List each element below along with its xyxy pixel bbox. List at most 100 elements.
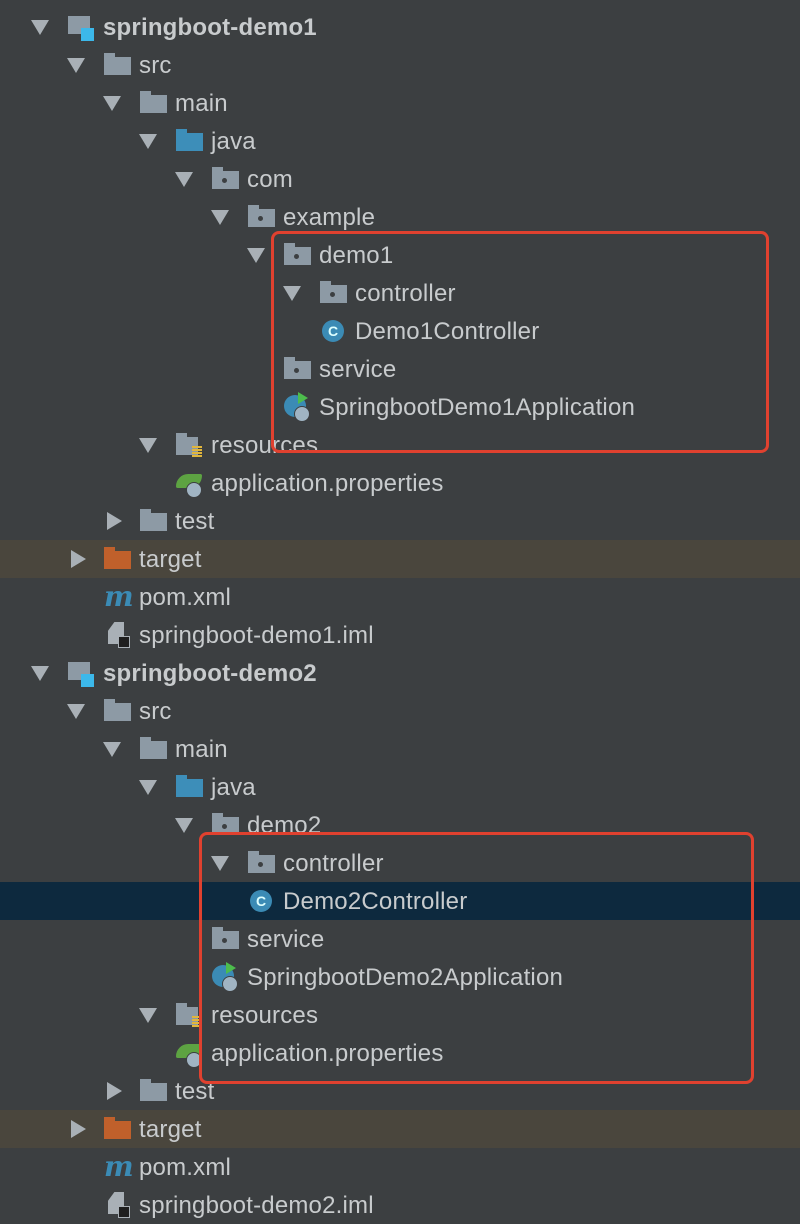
tree-item[interactable]: demo2: [0, 806, 800, 844]
folder-icon: [140, 91, 168, 114]
tree-item[interactable]: springboot-demo1: [0, 8, 800, 46]
folder-icon: [104, 699, 132, 722]
spring-properties-icon-part: [186, 482, 202, 498]
expand-arrow-open-icon[interactable]: [139, 438, 157, 453]
tree-item[interactable]: resources: [0, 426, 800, 464]
tree-item[interactable]: demo1: [0, 236, 800, 274]
package-icon: [320, 281, 348, 304]
tree-item-label: main: [175, 736, 228, 763]
spring-boot-app-icon: [284, 392, 312, 422]
expand-arrow-open-icon[interactable]: [175, 172, 193, 187]
spring-properties-icon: [176, 472, 204, 498]
tree-item[interactable]: target: [0, 540, 800, 578]
tree-item[interactable]: test: [0, 502, 800, 540]
tree-item-label: SpringbootDemo2Application: [247, 964, 564, 991]
tree-item[interactable]: example: [0, 198, 800, 236]
tree-item[interactable]: target: [0, 1110, 800, 1148]
class-icon: C: [248, 890, 276, 912]
maven-icon-part: m: [104, 1150, 134, 1183]
package-icon: [212, 813, 240, 836]
folder-icon-part: [140, 1079, 167, 1101]
package-icon-part: [222, 824, 227, 829]
tree-item[interactable]: service: [0, 920, 800, 958]
module-icon-part: [81, 28, 94, 41]
expand-arrow-open-icon[interactable]: [211, 210, 229, 225]
spring-boot-app-icon-part: [226, 962, 236, 974]
tree-item[interactable]: springboot-demo1.iml: [0, 616, 800, 654]
module-icon: [68, 662, 96, 687]
tree-item[interactable]: application.properties: [0, 464, 800, 502]
maven-icon: m: [104, 1150, 134, 1183]
package-icon-part: [248, 851, 275, 873]
tree-item[interactable]: application.properties: [0, 1034, 800, 1072]
tree-item[interactable]: controller: [0, 844, 800, 882]
folder-icon: [104, 53, 132, 76]
tree-item-label: demo2: [247, 812, 322, 839]
package-icon-part: [222, 938, 227, 943]
package-icon-part: [330, 292, 335, 297]
tree-item[interactable]: test: [0, 1072, 800, 1110]
package-icon-part: [294, 254, 299, 259]
tree-item[interactable]: resources: [0, 996, 800, 1034]
tree-item-label: pom.xml: [139, 1154, 232, 1181]
expand-arrow-open-icon[interactable]: [103, 742, 121, 757]
package-icon-part: [284, 243, 311, 265]
tree-item-label: controller: [283, 850, 384, 877]
resources-folder-icon-part: [192, 1016, 202, 1028]
expand-arrow-open-icon[interactable]: [31, 666, 49, 681]
expand-arrow-closed-icon[interactable]: [107, 512, 122, 530]
tree-item-label: target: [139, 546, 202, 573]
resources-folder-icon-part: [192, 446, 202, 458]
package-icon-part: [258, 862, 263, 867]
tree-item-label: service: [319, 356, 397, 383]
spring-boot-app-icon: [212, 962, 240, 992]
package-icon-part: [212, 813, 239, 835]
tree-item-label: springboot-demo1.iml: [139, 622, 374, 649]
tree-item[interactable]: SpringbootDemo1Application: [0, 388, 800, 426]
source-folder-icon: [176, 775, 204, 798]
tree-item[interactable]: java: [0, 768, 800, 806]
expand-arrow-closed-icon[interactable]: [107, 1082, 122, 1100]
expand-arrow-open-icon[interactable]: [139, 780, 157, 795]
expand-arrow-closed-icon[interactable]: [71, 1120, 86, 1138]
expand-arrow-open-icon[interactable]: [139, 1008, 157, 1023]
expand-arrow-open-icon[interactable]: [283, 286, 301, 301]
expand-arrow-open-icon[interactable]: [211, 856, 229, 871]
expand-arrow-open-icon[interactable]: [67, 704, 85, 719]
expand-arrow-open-icon[interactable]: [31, 20, 49, 35]
excluded-folder-icon-part: [104, 547, 131, 569]
expand-arrow-open-icon[interactable]: [139, 134, 157, 149]
tree-item[interactable]: SpringbootDemo2Application: [0, 958, 800, 996]
spring-boot-app-icon-part: [222, 976, 238, 992]
folder-icon-part: [140, 91, 167, 113]
tree-item-label: java: [211, 774, 256, 801]
expand-arrow-closed-icon[interactable]: [71, 550, 86, 568]
tree-item[interactable]: com: [0, 160, 800, 198]
expand-arrow-open-icon[interactable]: [175, 818, 193, 833]
tree-item[interactable]: src: [0, 46, 800, 84]
package-icon-part: [258, 216, 263, 221]
tree-item-label: springboot-demo1: [103, 14, 317, 41]
module-icon-part: [81, 674, 94, 687]
tree-item[interactable]: springboot-demo2.iml: [0, 1186, 800, 1224]
expand-arrow-open-icon[interactable]: [103, 96, 121, 111]
tree-item[interactable]: main: [0, 84, 800, 122]
expand-arrow-open-icon[interactable]: [247, 248, 265, 263]
tree-item[interactable]: service: [0, 350, 800, 388]
package-icon-part: [222, 178, 227, 183]
tree-item[interactable]: controller: [0, 274, 800, 312]
tree-item[interactable]: springboot-demo2: [0, 654, 800, 692]
resources-folder-icon: [176, 433, 204, 458]
spring-boot-app-icon-part: [294, 406, 310, 422]
tree-item-label: application.properties: [211, 1040, 444, 1067]
expand-arrow-open-icon[interactable]: [67, 58, 85, 73]
package-icon-part: [248, 205, 275, 227]
tree-item[interactable]: main: [0, 730, 800, 768]
tree-item[interactable]: java: [0, 122, 800, 160]
tree-item-label: test: [175, 1078, 215, 1105]
tree-item[interactable]: src: [0, 692, 800, 730]
